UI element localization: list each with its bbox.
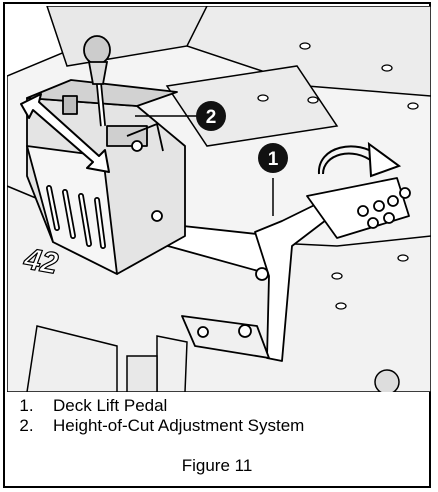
deck-bolts <box>257 42 419 310</box>
rotation-arrow <box>317 141 402 178</box>
legend-label: Deck Lift Pedal <box>53 396 168 415</box>
callout-2: 2 <box>196 101 226 131</box>
figure-frame: 42 1 2 Deck Lift Pedal <box>3 2 431 488</box>
legend-label: Height-of-Cut Adjustment System <box>53 416 305 435</box>
svg-text:2: 2 <box>206 107 217 128</box>
adjustment-knob <box>83 35 111 127</box>
figure-title: Figure 11 <box>181 456 253 475</box>
callout-leaders <box>135 115 274 216</box>
deck-marking: 42 <box>21 242 61 281</box>
lower-linkage <box>26 325 400 392</box>
height-of-cut-adjustment-system <box>26 79 186 275</box>
svg-text:1: 1 <box>268 149 279 170</box>
mower-deck-illustration: 42 1 2 <box>7 6 431 392</box>
legend-item-deck-lift-pedal: Deck Lift Pedal <box>43 396 429 416</box>
adjustment-direction-arrow <box>20 93 110 173</box>
figure-legend: Deck Lift Pedal Height-of-Cut Adjustment… <box>5 396 429 436</box>
legend-item-height-of-cut: Height-of-Cut Adjustment System <box>43 416 429 436</box>
callout-1: 1 <box>258 143 288 173</box>
